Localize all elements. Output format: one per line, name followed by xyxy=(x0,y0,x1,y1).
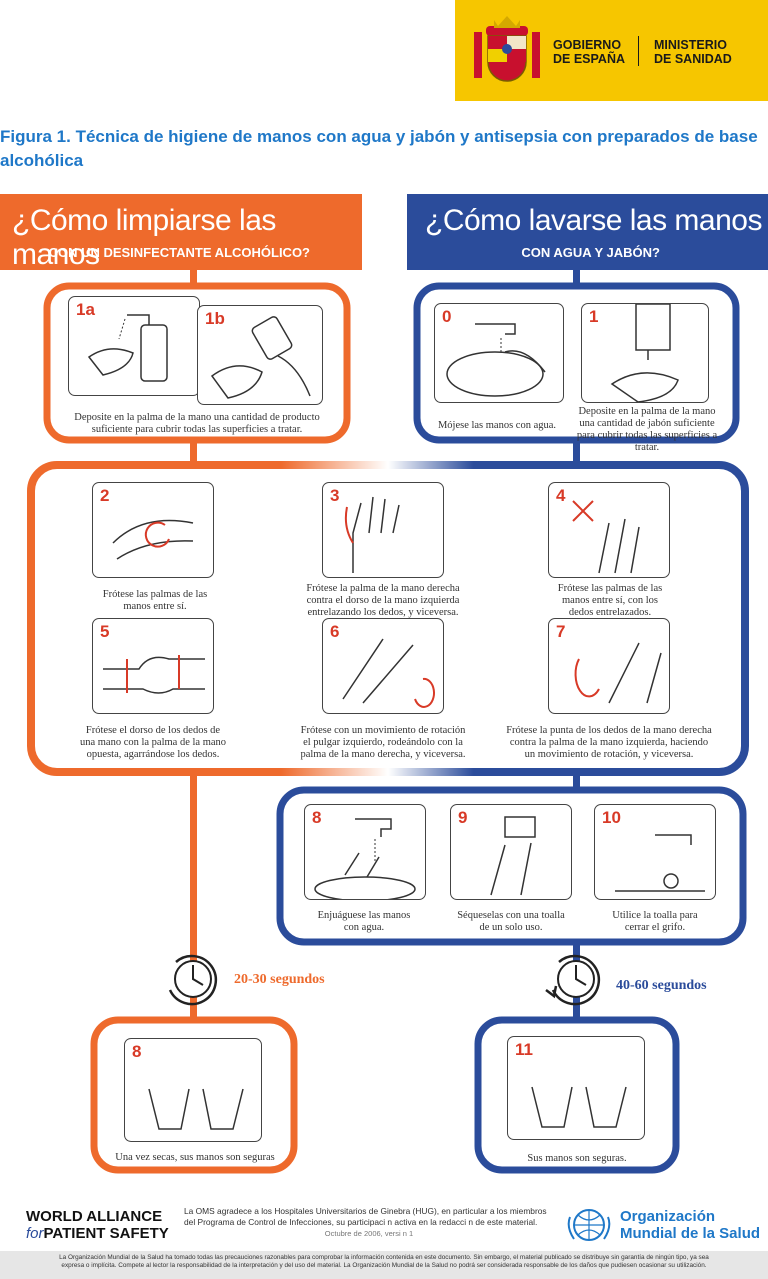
step-caption-10: Utilice la toalla para cerrar el grifo. xyxy=(612,910,698,933)
coat-of-arms-icon xyxy=(474,16,540,82)
gov-line-1: GOBIERNO xyxy=(553,38,622,52)
step-card-1b: 1b xyxy=(197,305,323,405)
world-alliance-line-1: WORLD ALLIANCE xyxy=(26,1208,163,1225)
tap-water-icon xyxy=(446,323,546,397)
figure-title: Figura 1. Técnica de higiene de manos co… xyxy=(0,125,768,173)
step-caption-0: Mójese las manos con agua. xyxy=(437,420,557,431)
step-card-2: 2 xyxy=(92,482,214,578)
close-tap-icon xyxy=(615,834,705,892)
step-caption-1: Deposite en la palma de la mano una cant… xyxy=(74,412,320,435)
fingertips-rotation-icon xyxy=(574,642,662,704)
disclaimer-line-1: La Organización Mundial de la Salud ha t… xyxy=(59,1254,709,1261)
thanks-line-2: del Programa de Control de Infecciones, … xyxy=(184,1217,538,1227)
ministry-line-1: MINISTERIO xyxy=(654,38,727,52)
step-card-1-water: 1 xyxy=(581,303,709,403)
rinse-hands-icon xyxy=(314,818,416,899)
right-header-subtitle: CON AGUA Y JABÓN? xyxy=(521,245,660,260)
world-alliance-logo: WORLD ALLIANCE forPATIENT SAFETY xyxy=(26,1208,169,1242)
step-card-6: 6 xyxy=(322,618,444,714)
ministry-line-2: DE SANIDAD xyxy=(654,52,732,66)
gov-divider xyxy=(638,36,639,66)
step-number: 11 xyxy=(515,1040,533,1059)
step-caption-8: Enjuáguese las manos con agua. xyxy=(317,910,411,933)
step-card-7: 7 xyxy=(548,618,670,714)
step-caption-5: Frótese el dorso de los dedos de una man… xyxy=(79,725,227,760)
timer-right-label: 40-60 segundos xyxy=(616,978,707,993)
step-number: 1a xyxy=(76,300,95,319)
step-number: 2 xyxy=(100,486,110,505)
palms-rub-icon xyxy=(112,519,194,560)
clean-hands-icon xyxy=(148,1088,244,1130)
step-number: 6 xyxy=(330,622,340,641)
step-number: 10 xyxy=(602,808,621,827)
step-caption-7: Frótese la punta de los dedos de la mano… xyxy=(506,725,712,760)
step-card-0: 0 xyxy=(434,303,564,403)
step-caption-4: Frótese las palmas de las manos entre sí… xyxy=(557,583,663,618)
step-card-3: 3 xyxy=(322,482,444,578)
step-caption-11: Sus manos son seguras. xyxy=(527,1153,627,1164)
pour-bottle-icon xyxy=(210,316,311,399)
thumb-rotation-icon xyxy=(342,638,435,708)
step-number: 7 xyxy=(556,622,566,641)
step-card-11: 11 xyxy=(507,1036,645,1140)
soap-dispenser-icon xyxy=(610,304,679,402)
who-name-line-2: Mundial de la Salud xyxy=(620,1225,761,1242)
step-number: 8 xyxy=(312,808,322,827)
gov-name: GOBIERNO DE ESPAÑA xyxy=(553,38,625,66)
step-card-8-final: 8 xyxy=(124,1038,262,1142)
gov-line-2: DE ESPAÑA xyxy=(553,52,626,66)
world-alliance-line-2: PATIENT SAFETY xyxy=(43,1225,169,1242)
step-number: 0 xyxy=(442,307,452,326)
right-header: ¿Cómo lavarse las manos CON AGUA Y JABÓN… xyxy=(407,194,768,270)
version-text: Octubre de 2006, versi n 1 xyxy=(324,1229,414,1238)
disclaimer-band xyxy=(0,1251,768,1279)
dispense-pump-icon xyxy=(87,314,168,382)
step-card-5: 5 xyxy=(92,618,214,714)
step-number: 5 xyxy=(100,622,110,641)
world-alliance-for: for xyxy=(26,1225,44,1242)
figure-title-line-1: Figura 1. Técnica de higiene de manos co… xyxy=(0,127,758,146)
step-card-4: 4 xyxy=(548,482,670,578)
interlaced-fingers-icon xyxy=(572,500,640,574)
step-caption-1-water: Deposite en la palma de la mano una cant… xyxy=(576,406,718,453)
fingers-interlock-icon xyxy=(103,655,205,694)
step-card-9: 9 xyxy=(450,804,572,900)
step-card-8: 8 xyxy=(304,804,426,900)
step-caption-6: Frótese con un movimiento de rotación el… xyxy=(300,725,466,760)
figure-title-line-2: alcohólica xyxy=(0,151,84,170)
step-caption-2: Frótese las palmas de las manos entre sí… xyxy=(102,589,208,612)
safe-hands-icon xyxy=(531,1086,627,1128)
step-card-1a: 1a xyxy=(68,296,200,396)
thanks-note: La OMS agradece a los Hospitales Univers… xyxy=(184,1206,554,1239)
step-caption-9: Séqueselas con una toalla de un solo uso… xyxy=(457,910,565,933)
step-number: 3 xyxy=(330,486,340,505)
who-name-line-1: Organización xyxy=(620,1208,716,1225)
who-name: Organización Mundial de la Salud xyxy=(620,1208,760,1242)
step-number: 1 xyxy=(589,307,599,326)
disclaimer: La Organización Mundial de la Salud ha t… xyxy=(10,1254,758,1270)
dry-towel-icon xyxy=(490,816,536,896)
thanks-line-1: La OMS agradece a los Hospitales Univers… xyxy=(184,1206,547,1216)
left-header: ¿Cómo limpiarse las manos CON UN DESINFE… xyxy=(0,194,362,271)
step-number: 8 xyxy=(132,1042,142,1061)
back-of-hand-rub-icon xyxy=(344,496,400,573)
disclaimer-line-2: expresa o implícita. Compete al lector l… xyxy=(61,1262,707,1269)
step-number: 1b xyxy=(205,309,225,328)
step-caption-8-final: Una vez secas, sus manos son seguras xyxy=(115,1152,275,1163)
step-number: 9 xyxy=(458,808,468,827)
ministry-name: MINISTERIO DE SANIDAD xyxy=(654,38,732,66)
step-card-10: 10 xyxy=(594,804,716,900)
step-number: 4 xyxy=(556,486,566,505)
timer-left-label: 20-30 segundos xyxy=(234,972,325,987)
step-caption-3: Frótese la palma de la mano derecha cont… xyxy=(306,583,460,618)
left-header-title: ¿Cómo limpiarse las manos xyxy=(12,204,276,271)
who-emblem-icon xyxy=(567,1209,611,1241)
right-header-title: ¿Cómo lavarse las manos xyxy=(425,204,762,237)
left-header-subtitle: CON UN DESINFECTANTE ALCOHÓLICO? xyxy=(48,245,310,260)
